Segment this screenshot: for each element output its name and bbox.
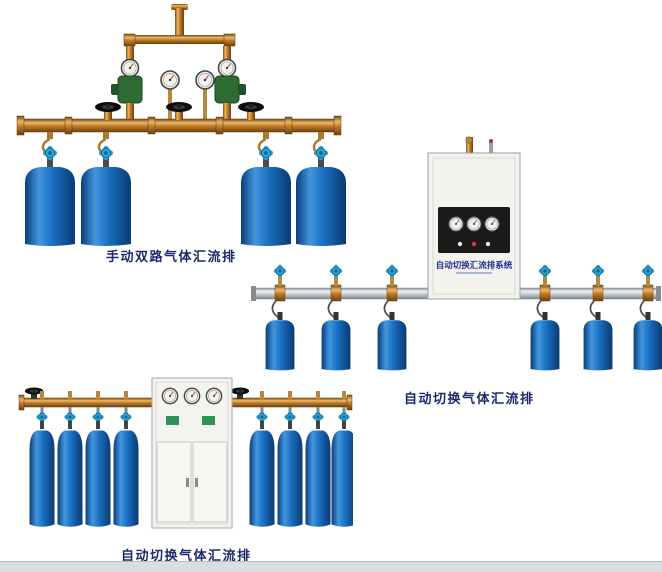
caption-manual-dual-manifold: 手动双路气体汇流排 [106,249,237,264]
product-image-auto-switch-manifold-floor [18,377,353,529]
handwheel-valve-icon [95,102,121,112]
pressure-gauge-icon [183,387,201,405]
pressure-gauge-icon [205,387,223,405]
page-bottom-divider [0,561,662,572]
cylinder-valve-icon [329,264,343,278]
cylinder-valve-icon [255,410,269,424]
pressure-gauge-icon [195,70,215,90]
cabinet-label: 自动切换汇流排系统 [436,260,513,270]
indicator-led [485,241,491,247]
handwheel-valve-icon [166,102,192,112]
cylinder-valve-icon [385,264,399,278]
gas-cylinder [633,320,662,371]
gas-cylinder [85,430,111,527]
cylinder-valve-icon [35,410,49,424]
gas-cylinder [249,430,275,527]
green-label-sticker [166,416,179,425]
cylinder-valve-icon [63,410,77,424]
gas-cylinders [29,391,353,527]
pressure-gauge-icon [217,58,237,78]
caption-auto-switch-manifold-floor: 自动切换气体汇流排 [121,548,252,563]
handwheel-valves [95,102,264,120]
pressure-gauge-icon [120,58,140,78]
cabinet-door-left [156,441,192,523]
gas-cylinder [25,167,75,246]
gas-cylinder [583,320,613,371]
gas-cylinder [57,430,83,527]
gas-cylinder [113,430,139,527]
gas-cylinder [530,320,560,371]
cylinder-valve-icon [311,410,325,424]
cylinder-valve-icon [538,264,552,278]
cylinder-valve-icon [273,264,287,278]
handwheel-valve-icon [238,102,264,112]
gas-cylinders [265,264,662,371]
cylinder-valve-icon [91,410,105,424]
gas-cylinder [81,167,131,246]
door-handle [186,478,189,487]
handwheel-valve-icon [230,387,250,395]
manifold-pipe [16,115,342,136]
indicator-led [457,241,463,247]
gas-cylinder [29,430,55,527]
pressure-gauge-icon [160,70,180,90]
caption-auto-switch-manifold: 自动切换气体汇流排 [404,391,535,406]
cylinder-valve-icon [591,264,605,278]
gas-cylinder [277,430,303,527]
gas-cylinder [331,430,353,527]
pressure-gauge-icon [484,216,500,232]
green-label-sticker [202,416,215,425]
gas-cylinder [305,430,331,527]
door-handle [195,478,198,487]
cylinder-valve-icon [42,145,58,161]
gas-regulator-left [111,58,143,120]
cylinder-valve-icon [283,410,297,424]
pressure-gauge-icon [448,216,464,232]
product-image-manual-dual-manifold [16,4,346,246]
pressure-gauge-icon [466,216,482,232]
pressure-gauge-icon [161,387,179,405]
product-image-auto-switch-manifold: 自动切换汇流排系统 [251,136,662,371]
gas-cylinder [377,320,407,371]
gas-cylinders [25,132,346,246]
indicator-led [471,241,477,247]
gas-regulator-right [214,58,246,120]
control-cabinet: 自动切换汇流排系统 [427,136,521,300]
cylinder-valve-icon [641,264,655,278]
cylinder-valve-icon [98,145,114,161]
control-cabinet [151,377,233,529]
cylinder-valve-icon [119,410,133,424]
gas-cylinder [321,320,351,371]
cabinet-door-right [192,441,228,523]
gas-cylinder [265,320,295,371]
cylinder-valve-icon [337,410,351,424]
